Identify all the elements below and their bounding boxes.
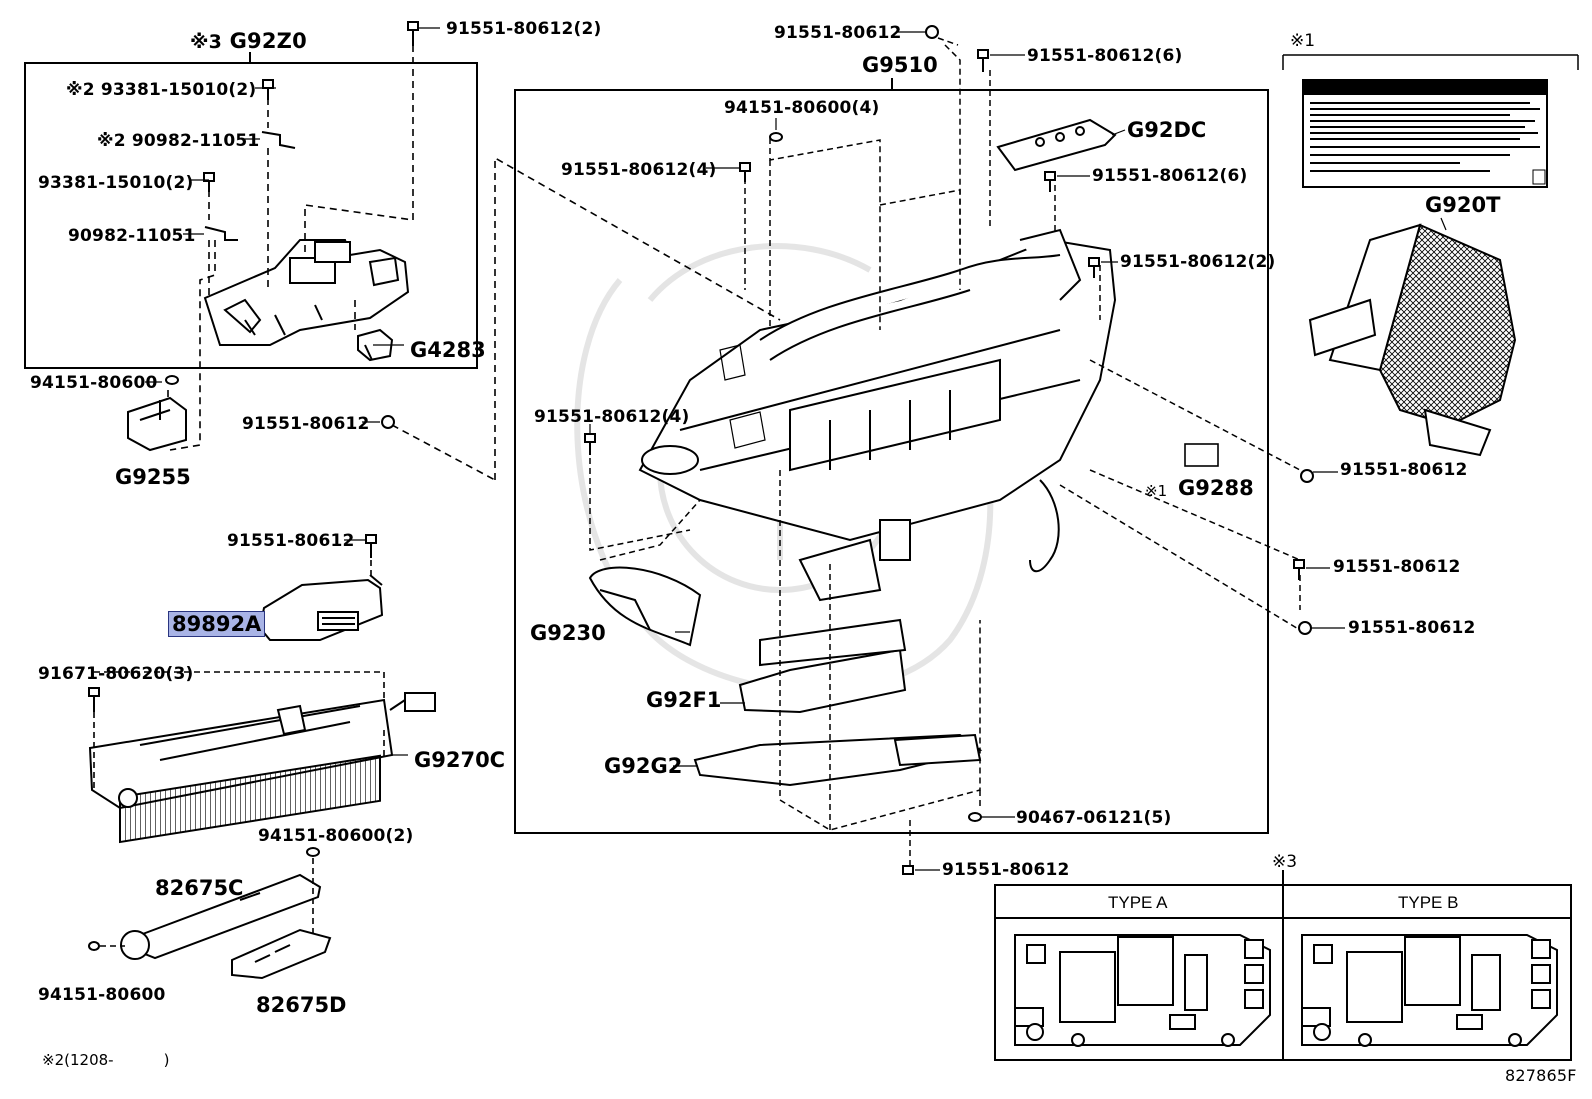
part-label[interactable]: 91551-80612(4): [561, 160, 717, 180]
connector-drawing: [389, 692, 436, 712]
part-label[interactable]: 90982-11051: [68, 226, 196, 246]
part-label[interactable]: 91551-80612: [227, 531, 355, 551]
part-code-label[interactable]: G92F1: [646, 688, 722, 712]
part-label[interactable]: 91671-80620(3): [38, 664, 194, 684]
bolt-icon: [1293, 469, 1314, 635]
part-label[interactable]: 91551-80612(2): [446, 19, 602, 39]
part-code-label[interactable]: G9270C: [414, 748, 506, 772]
bracket-g9255-drawing: [127, 396, 187, 452]
highlighted-part-label[interactable]: 89892A: [168, 611, 266, 637]
plate-g92dc-drawing: [996, 118, 1117, 172]
duct-g92f1-drawing: [738, 618, 907, 714]
part-label[interactable]: 94151-80600: [30, 373, 158, 393]
grille-g920t-drawing: [1308, 223, 1517, 457]
group-code-label[interactable]: G9510: [862, 53, 938, 77]
bolt-icon: [362, 415, 395, 429]
type-comparison-box: [994, 870, 1572, 1061]
caution-label-drawing: [1302, 79, 1548, 188]
part-label[interactable]: 91551-80612(6): [1027, 46, 1183, 66]
part-code-label[interactable]: G92G2: [604, 754, 683, 778]
type-box-note: ※3: [1272, 852, 1298, 872]
part-label[interactable]: 91551-80612: [942, 860, 1070, 880]
part-code-label[interactable]: G92DC: [1127, 118, 1207, 142]
part-label[interactable]: 91551-80612(4): [534, 407, 690, 427]
duct-g92g2-drawing: [693, 733, 983, 787]
main-assembly-drawing: [638, 228, 1117, 602]
part-code-label[interactable]: G920T: [1425, 193, 1501, 217]
g92z0-group-title: ※3 G92Z0: [190, 29, 307, 53]
bolt-icon: [88, 847, 320, 951]
plate-g9288-drawing: [1184, 443, 1219, 467]
hatch-accent: [719, 344, 766, 449]
bolt-icon: [88, 687, 100, 712]
part-label[interactable]: 91551-80612: [1348, 618, 1476, 638]
part-label[interactable]: 94151-80600(4): [724, 98, 880, 118]
part-note: ※1: [1145, 482, 1168, 500]
part-label[interactable]: ※2 90982-11051: [97, 131, 260, 151]
part-label[interactable]: 91551-80612: [1333, 557, 1461, 577]
bracket-82675d-drawing: [231, 928, 332, 980]
duct-g9230-drawing: [588, 566, 702, 647]
diagram-id: 827865F: [1505, 1066, 1577, 1085]
part-label[interactable]: 91551-80612: [1340, 460, 1468, 480]
part-code-label[interactable]: G9255: [115, 465, 191, 489]
ecu-g9270c-drawing: [88, 698, 394, 844]
part-label[interactable]: 91551-80612(2): [1120, 252, 1276, 272]
bolt-icon: [165, 21, 419, 385]
type-b-header: TYPE B: [1398, 893, 1459, 912]
junction-block-drawing: [203, 239, 410, 346]
part-label[interactable]: 91551-80612: [774, 23, 902, 43]
bracket-82675c-drawing: [120, 873, 322, 960]
clip-icon: [204, 131, 296, 241]
part-code-label[interactable]: 82675D: [256, 993, 347, 1017]
part-code-label[interactable]: G9288: [1178, 476, 1254, 500]
ecu-89892a-drawing: [258, 574, 384, 641]
footnote: ※2(1208-): [42, 1051, 170, 1069]
part-label[interactable]: 94151-80600: [38, 985, 166, 1005]
bolt-icon: [344, 534, 377, 558]
part-code-label[interactable]: 82675C: [155, 876, 244, 900]
part-label[interactable]: 94151-80600(2): [258, 826, 414, 846]
type-a-board-drawing: [1014, 934, 1271, 1047]
part-label[interactable]: 93381-15010(2): [38, 173, 194, 193]
type-a-header: TYPE A: [1108, 893, 1168, 912]
part-code-label[interactable]: G4283: [410, 338, 486, 362]
part-label[interactable]: 90467-06121(5): [1016, 808, 1172, 828]
sticker-note: ※1: [1290, 31, 1316, 51]
part-code-label[interactable]: G9230: [530, 621, 606, 645]
part-label[interactable]: 91551-80612: [242, 414, 370, 434]
part-label[interactable]: ※2 93381-15010(2): [66, 80, 257, 100]
part-label[interactable]: 91551-80612(6): [1092, 166, 1248, 186]
type-b-board-drawing: [1301, 934, 1558, 1047]
